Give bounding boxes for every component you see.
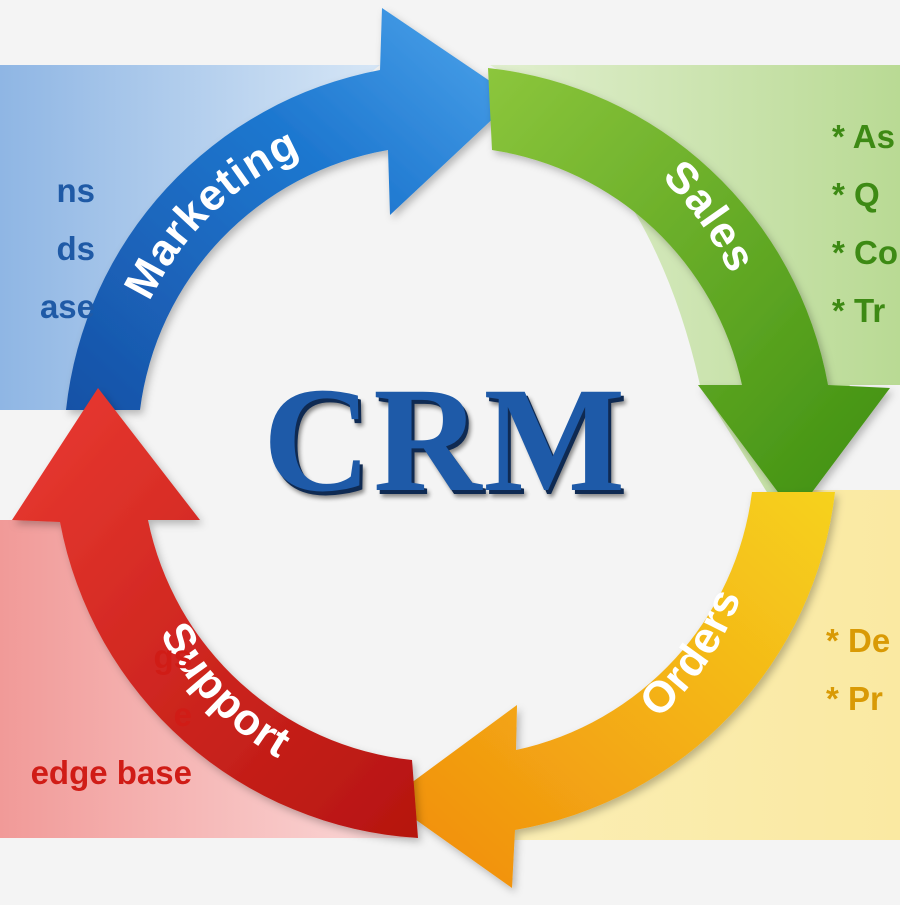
marketing-item: ase xyxy=(39,288,95,325)
support-item: gs xyxy=(153,638,192,675)
orders-item: * Pr xyxy=(826,680,883,717)
orders-arrow xyxy=(388,492,835,888)
orders-item: * De xyxy=(826,622,891,659)
support-items: gs e edge base xyxy=(0,628,192,802)
marketing-arrow xyxy=(66,8,515,410)
sales-item: * Q xyxy=(832,176,880,213)
sales-items: * As * Q * Co * Tr xyxy=(832,108,898,340)
marketing-item: ds xyxy=(56,230,95,267)
support-arrow xyxy=(12,388,418,838)
sales-arrow xyxy=(488,68,890,515)
sales-item: * As xyxy=(832,118,895,155)
orders-items: * De * Pr xyxy=(826,612,890,728)
crm-title: CRM xyxy=(262,357,628,523)
support-item: e xyxy=(173,696,192,733)
sales-item: * Tr xyxy=(832,292,886,329)
sales-item: * Co xyxy=(832,234,898,271)
support-item: edge base xyxy=(30,754,192,791)
marketing-item: ns xyxy=(56,172,95,209)
marketing-items: ns ds ase xyxy=(0,162,95,336)
